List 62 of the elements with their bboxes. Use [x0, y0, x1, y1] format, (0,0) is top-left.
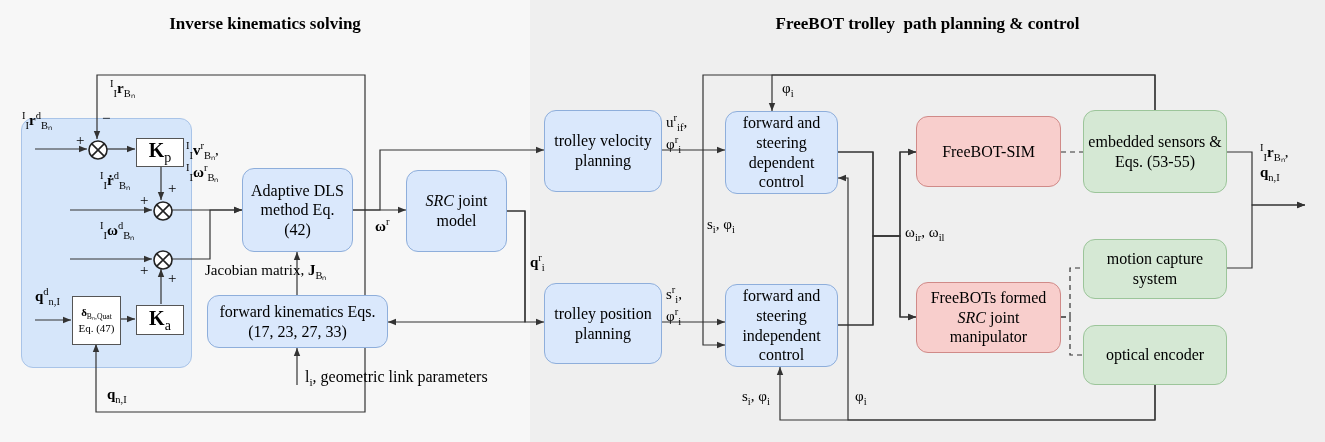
process-box: FreeBOT-SIM: [916, 116, 1061, 187]
sign-label: +: [168, 180, 177, 198]
edge-label: Jacobian matrix, J$_{Bₙ}$: [205, 262, 327, 283]
edge-label: q$_{n,I}$: [107, 386, 127, 407]
section-band: [530, 0, 1325, 442]
sign-label: −: [102, 110, 111, 128]
arrow: [157, 165, 165, 201]
process-box: trolley position planning: [544, 283, 662, 364]
process-box: Adaptive DLS method Eq. (42): [242, 168, 353, 252]
arrow: [92, 343, 366, 413]
sign-label: +: [76, 132, 85, 150]
dashed-link: [1060, 151, 1084, 153]
process-box: SRC joint model: [406, 170, 507, 252]
dashed-link: [1060, 316, 1084, 356]
arrow: [387, 210, 526, 326]
arrow: [661, 146, 726, 154]
process-box: trolley velocity planning: [544, 110, 662, 192]
edge-label: s$_{i}$, φ$_{i}$: [707, 216, 735, 237]
section-band: [0, 0, 530, 442]
process-box: optical encoder: [1083, 325, 1227, 385]
arrow: [837, 174, 1156, 421]
process-box: embedded sensors & Eqs. (53-55): [1083, 110, 1227, 193]
section-title: Inverse kinematics solving: [168, 14, 362, 34]
arrow: [293, 347, 301, 386]
process-box: FreeBOTs formed SRC joint manipulator: [916, 282, 1061, 353]
arrow: [1226, 201, 1306, 269]
arrow: [352, 146, 545, 211]
arrow: [293, 251, 301, 296]
edge-label: ω$_{ir}$, ω$_{il}$: [905, 224, 945, 245]
arrow: [69, 255, 153, 263]
edge-label: l$_{i}$, geometric link parameters: [305, 368, 488, 390]
gain-box: K$_{a}$: [136, 305, 184, 335]
arrow: [702, 74, 1156, 349]
process-box: forward kinematics Eqs. (17, 23, 27, 33): [207, 295, 388, 348]
arrow: [106, 145, 136, 153]
sign-label: +: [140, 192, 149, 210]
process-box: forward and steering independent control: [725, 284, 838, 367]
box-text: Eq. (47): [78, 321, 115, 335]
arrow: [157, 268, 165, 305]
arrow: [171, 206, 243, 260]
section-title: FreeBOT trolley path planning & control: [774, 14, 1081, 34]
arrow: [69, 206, 153, 214]
sign-label: +: [168, 270, 177, 288]
arrow: [119, 315, 136, 323]
edge-label: φ$_{i}$: [782, 80, 794, 101]
box-text: δ$_{Bₙ,Quat}$: [81, 306, 112, 322]
gain-box: [72, 296, 121, 345]
summing-junction: [88, 140, 108, 160]
arrow: [34, 145, 88, 153]
summing-junction: [153, 201, 173, 221]
sign-label: +: [140, 262, 149, 280]
arrow: [661, 318, 726, 326]
edge-label: s$_{i}$, φ$_{i}$: [742, 388, 770, 409]
summing-junction: [153, 250, 173, 270]
arrow: [837, 235, 917, 326]
edge-label: φ$_{i}$: [855, 388, 867, 409]
arrow: [93, 74, 366, 296]
process-box: motion capture system: [1083, 239, 1227, 299]
process-box: forward and steering dependent control: [725, 111, 838, 194]
arrow: [34, 316, 72, 324]
edge-label: ω$^{r}$: [375, 216, 390, 236]
gain-box: K$_{p}$: [136, 138, 184, 167]
